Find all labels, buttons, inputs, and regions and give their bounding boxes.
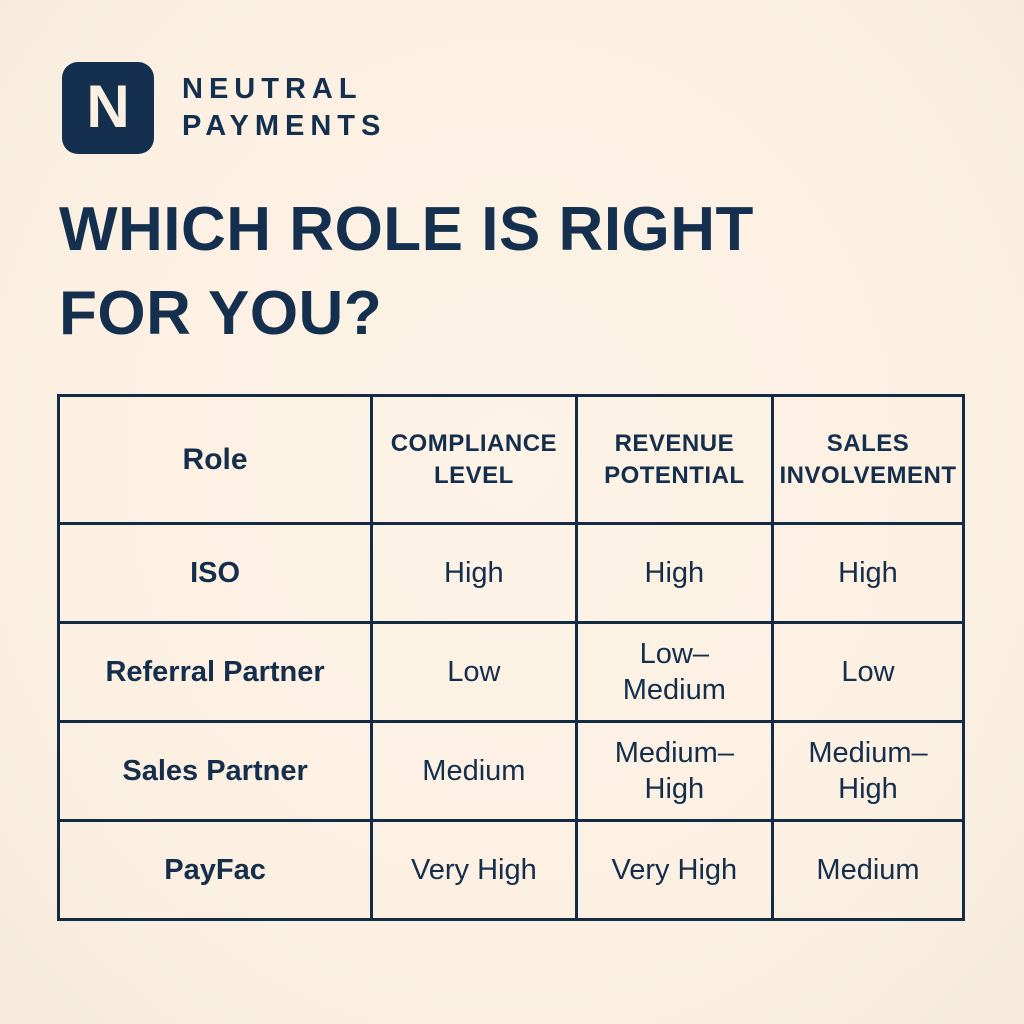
- roles-comparison-table: Role COMPLIANCE LEVEL REVENUE POTENTIAL …: [56, 394, 965, 921]
- brand-name: NEUTRAL PAYMENTS: [182, 71, 386, 145]
- sales-value: Low: [771, 621, 965, 723]
- table-header-row: Role COMPLIANCE LEVEL REVENUE POTENTIAL …: [56, 394, 965, 525]
- brand-logo-letter: N: [86, 73, 130, 140]
- role-name: Referral Partner: [56, 621, 374, 723]
- column-header-compliance-level: COMPLIANCE LEVEL: [370, 394, 578, 525]
- brand-logo: N: [62, 62, 154, 154]
- compliance-value: High: [370, 522, 578, 624]
- brand-name-line2: PAYMENTS: [182, 110, 387, 142]
- revenue-value: Very High: [574, 819, 775, 921]
- compliance-value: Very High: [370, 819, 578, 921]
- sales-value: High: [771, 522, 965, 624]
- brand-header: N NEUTRAL PAYMENTS: [62, 62, 386, 154]
- sales-value: Medium– High: [771, 720, 965, 822]
- role-name: PayFac: [56, 819, 374, 921]
- compliance-value: Medium: [370, 720, 578, 822]
- revenue-value: Medium– High: [574, 720, 775, 822]
- brand-name-line1: NEUTRAL: [182, 73, 363, 105]
- revenue-value: High: [574, 522, 775, 624]
- table-row-referral-partner: Referral Partner Low Low– Medium Low: [56, 621, 965, 723]
- revenue-value: Low– Medium: [574, 621, 775, 723]
- column-header-sales-involvement: SALES INVOLVEMENT: [771, 394, 965, 525]
- page-title: WHICH ROLE IS RIGHT FOR YOU?: [59, 195, 754, 348]
- table-row-payfac: PayFac Very High Very High Medium: [56, 819, 965, 921]
- sales-value: Medium: [771, 819, 965, 921]
- role-name: ISO: [56, 522, 374, 624]
- column-header-role: Role: [56, 394, 374, 525]
- compliance-value: Low: [370, 621, 578, 723]
- column-header-revenue-potential: REVENUE POTENTIAL: [574, 394, 775, 525]
- role-name: Sales Partner: [56, 720, 374, 822]
- table-row-iso: ISO High High High: [56, 522, 965, 624]
- table-row-sales-partner: Sales Partner Medium Medium– High Medium…: [56, 720, 965, 822]
